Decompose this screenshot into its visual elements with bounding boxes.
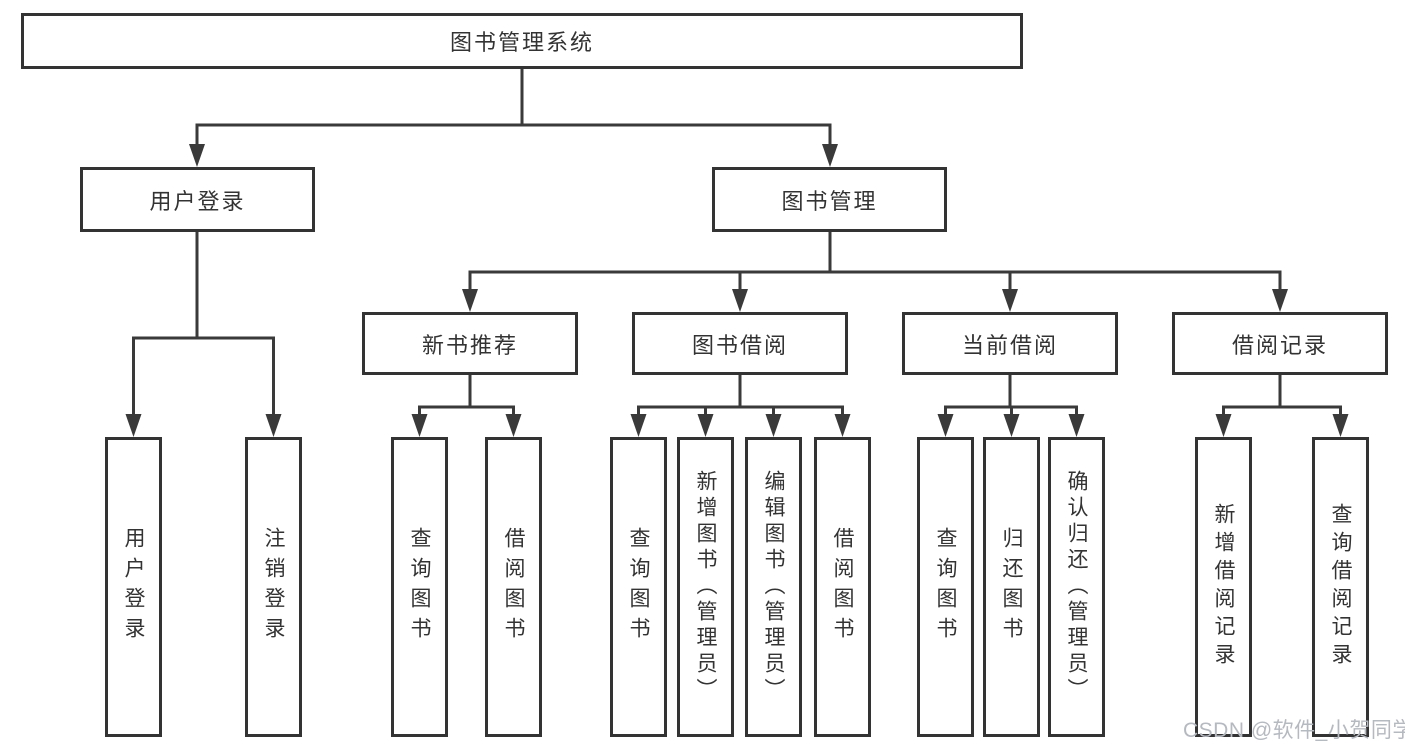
leaf-query-books-current: 查询图书	[917, 437, 974, 737]
leaf-confirm-return-admin-label: 确认归还（管理员）	[1065, 470, 1088, 704]
node-root-system: 图书管理系统	[21, 13, 1023, 69]
leaf-logout: 注销登录	[245, 437, 302, 737]
node-user-login: 用户登录	[80, 167, 315, 232]
arrowhead	[732, 289, 748, 312]
arrowhead	[822, 144, 838, 167]
leaf-add-borrow-record: 新增借阅记录	[1195, 437, 1252, 737]
node-new-book-recommend: 新书推荐	[362, 312, 578, 375]
leaf-return-book: 归还图书	[983, 437, 1040, 737]
leaf-query-borrow-record-label: 查询借阅记录	[1329, 503, 1352, 671]
node-current-borrow: 当前借阅	[902, 312, 1118, 375]
leaf-borrow-books-recommend-label: 借阅图书	[502, 527, 525, 647]
leaf-confirm-return-admin: 确认归还（管理员）	[1048, 437, 1105, 737]
node-book-borrow: 图书借阅	[632, 312, 848, 375]
arrowhead	[265, 414, 282, 437]
node-book-management: 图书管理	[712, 167, 947, 232]
leaf-edit-book-admin: 编辑图书（管理员）	[745, 437, 802, 737]
leaf-borrow-books: 借阅图书	[814, 437, 871, 737]
arrowhead	[411, 414, 428, 437]
leaf-query-borrow-record: 查询借阅记录	[1312, 437, 1369, 737]
arrowhead	[630, 414, 647, 437]
arrowhead	[189, 144, 205, 167]
arrowhead	[765, 414, 782, 437]
leaf-return-book-label: 归还图书	[1000, 527, 1023, 647]
node-book-management-label: 图书管理	[781, 188, 878, 214]
arrowhead	[125, 414, 142, 437]
arrowhead	[1215, 414, 1232, 437]
leaf-logout-label: 注销登录	[262, 527, 285, 647]
arrowhead	[462, 289, 478, 312]
arrowhead	[1068, 414, 1085, 437]
node-borrow-records: 借阅记录	[1172, 312, 1388, 375]
node-borrow-records-label: 借阅记录	[1231, 332, 1328, 358]
node-book-borrow-label: 图书借阅	[691, 332, 788, 358]
leaf-query-books-recommend: 查询图书	[391, 437, 448, 737]
arrowhead	[1272, 289, 1288, 312]
leaf-borrow-books-label: 借阅图书	[831, 527, 854, 647]
csdn-watermark: CSDN @软件_小贺同学	[1183, 719, 1405, 742]
node-new-book-recommend-label: 新书推荐	[421, 332, 518, 358]
leaf-query-books-borrow-label: 查询图书	[627, 527, 650, 647]
arrowhead	[937, 414, 954, 437]
node-root-label: 图书管理系统	[449, 30, 594, 55]
arrowhead	[1002, 289, 1018, 312]
leaf-user-login-label: 用户登录	[122, 527, 145, 647]
leaf-add-book-admin-label: 新增图书（管理员）	[694, 470, 717, 704]
node-user-login-label: 用户登录	[149, 188, 246, 214]
arrowhead	[697, 414, 714, 437]
arrowhead	[505, 414, 522, 437]
leaf-edit-book-admin-label: 编辑图书（管理员）	[762, 470, 785, 704]
leaf-borrow-books-recommend: 借阅图书	[485, 437, 542, 737]
leaf-add-borrow-record-label: 新增借阅记录	[1212, 503, 1235, 671]
leaf-user-login: 用户登录	[105, 437, 162, 737]
arrowhead	[1332, 414, 1349, 437]
leaf-query-books-borrow: 查询图书	[610, 437, 667, 737]
leaf-query-books-current-label: 查询图书	[934, 527, 957, 647]
arrowhead	[834, 414, 851, 437]
leaf-query-books-recommend-label: 查询图书	[408, 527, 431, 647]
leaf-add-book-admin: 新增图书（管理员）	[677, 437, 734, 737]
node-current-borrow-label: 当前借阅	[961, 332, 1058, 358]
arrowhead	[1003, 414, 1020, 437]
